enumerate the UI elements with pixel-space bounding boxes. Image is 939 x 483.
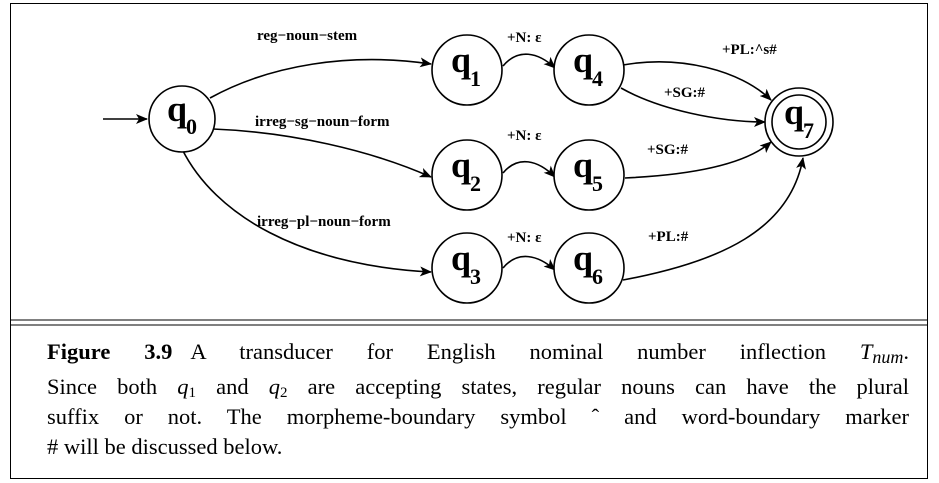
state-q3-circle	[431, 232, 503, 304]
caption-line1-text: A transducer for English nominal number …	[190, 339, 826, 364]
edge-q1-q4	[502, 53, 556, 69]
edge-label-q3-q6: +N: ε	[507, 230, 542, 246]
svg-text:q: q	[573, 238, 593, 278]
figure-label: Figure 3.9	[47, 339, 173, 364]
caption-math-q2: q	[268, 374, 280, 399]
edge-label-q4-q7-sg: +SG:#	[664, 85, 706, 101]
state-q4-label: q 4	[573, 40, 603, 91]
caption-math-q2-sub: 2	[280, 385, 288, 401]
caption-math-t-sub: num	[872, 347, 904, 367]
edge-label-q1-q4: +N: ε	[507, 30, 542, 46]
transducer-diagram: reg−noun−stem irreg−sg−noun−form irreg−p…	[11, 28, 927, 326]
edge-q0-q1	[209, 57, 432, 99]
edge-label-q2-q5: +N: ε	[507, 128, 542, 144]
caption-line-2: Since both q1 and q2 are accepting state…	[47, 372, 909, 402]
state-q6-label: q 6	[573, 238, 603, 289]
caption-line2-b: are accepting states, regular nouns can …	[307, 374, 910, 399]
edge-label-q0-q3: irreg−pl−noun−form	[257, 214, 391, 230]
caption-line2-and: and	[216, 374, 249, 399]
edge-q6-q7	[622, 157, 806, 281]
svg-text:6: 6	[592, 264, 603, 289]
state-q1-circle	[431, 34, 503, 106]
state-q5-circle	[553, 139, 625, 211]
edge-q4-q7-sg	[620, 87, 766, 127]
edge-label-q6-q7: +PL:#	[648, 229, 689, 245]
svg-text:q: q	[167, 89, 187, 129]
caption-math-t: T	[859, 339, 873, 364]
edge-label-q4-q7-pl: +PL:^s#	[722, 42, 777, 58]
edge-label-q0-q2: irreg−sg−noun−form	[255, 114, 390, 130]
state-q6-circle	[553, 232, 625, 304]
svg-text:q: q	[451, 40, 471, 80]
svg-text:5: 5	[592, 171, 603, 196]
edge-q0-q3	[181, 148, 432, 277]
edge-label-q5-q7: +SG:#	[647, 142, 689, 158]
edge-q2-q5	[502, 160, 556, 178]
state-q0-label: q 0	[167, 89, 197, 139]
state-q5-label: q 5	[573, 145, 603, 196]
edge-q0-q2	[212, 128, 432, 178]
figure-caption: Figure 3.9 A transducer for English nomin…	[47, 337, 909, 462]
state-q7-label: q 7	[784, 92, 814, 143]
state-q0-circle	[148, 85, 216, 153]
svg-text:q: q	[451, 238, 471, 278]
state-q1-label: q 1	[451, 40, 481, 91]
caption-line-4: # will be discussed below.	[47, 434, 283, 459]
edge-q3-q6	[502, 255, 556, 271]
svg-text:q: q	[451, 145, 471, 185]
svg-text:q: q	[573, 40, 593, 80]
state-q2-circle	[431, 139, 503, 211]
svg-text:4: 4	[592, 66, 603, 91]
edge-q5-q7	[624, 141, 772, 179]
svg-text:0: 0	[186, 114, 197, 139]
state-q4-circle	[553, 34, 625, 106]
state-q2-label: q 2	[451, 145, 481, 196]
svg-text:2: 2	[470, 171, 481, 196]
svg-text:1: 1	[470, 66, 481, 91]
state-q3-label: q 3	[451, 238, 481, 289]
caption-math-q1-sub: 1	[188, 385, 197, 401]
svg-text:q: q	[784, 92, 804, 132]
caption-math-q1: q	[177, 374, 189, 399]
svg-text:7: 7	[803, 118, 814, 143]
edge-label-q0-q1: reg−noun−stem	[257, 28, 358, 44]
caption-line-3: suffix or not. The morpheme-boundary sym…	[47, 404, 909, 429]
svg-text:q: q	[573, 145, 593, 185]
svg-text:3: 3	[470, 264, 481, 289]
caption-line-1: Figure 3.9 A transducer for English nomin…	[47, 339, 910, 367]
caption-line2-a: Since both	[47, 374, 158, 399]
state-q7-inner-circle	[771, 94, 827, 150]
edge-q4-q7-pl	[622, 61, 772, 101]
